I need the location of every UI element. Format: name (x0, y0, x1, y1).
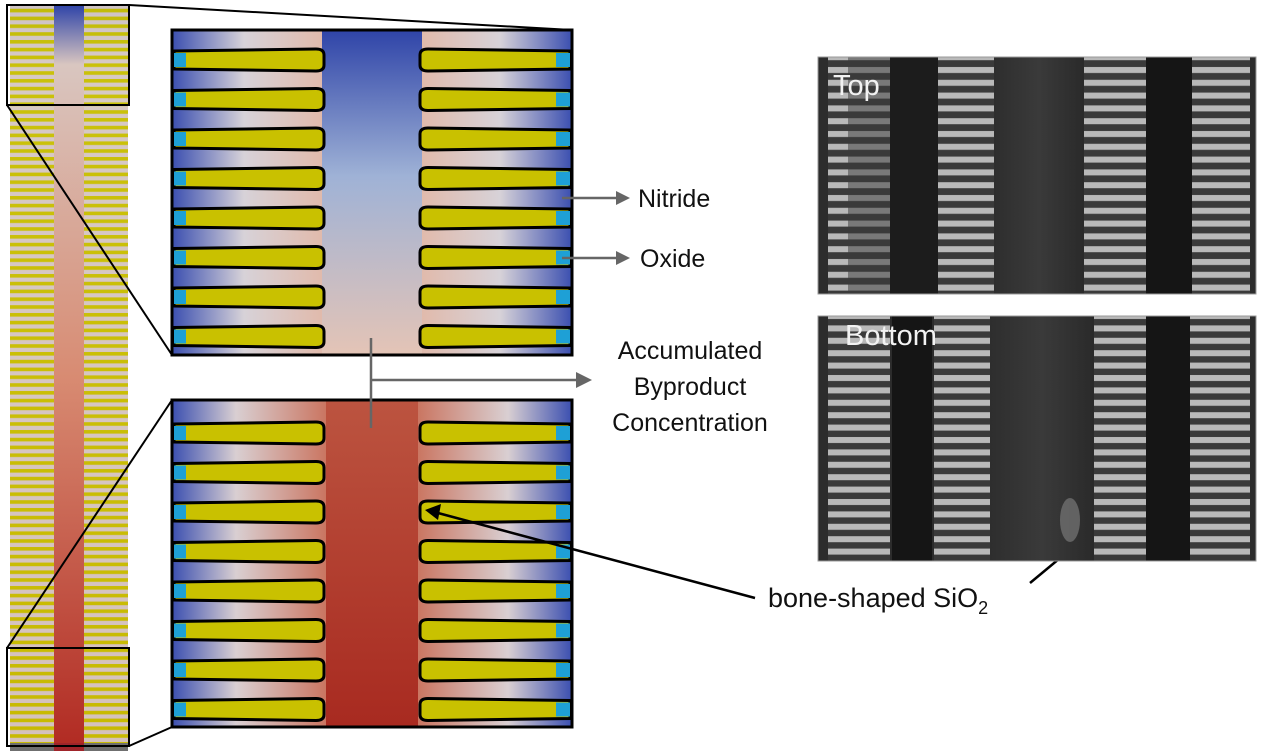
nitride-layer-right (556, 623, 570, 638)
nitride-layer-right (556, 702, 570, 717)
nitride-layer-left (174, 132, 186, 146)
annotation-arrows (369, 191, 630, 428)
bone-shaped-sio2-label: bone-shaped SiO2 (768, 583, 988, 619)
nitride-layer-right (556, 53, 570, 67)
oxide-fin-left (172, 538, 326, 565)
sem-bottom-label: Bottom (845, 320, 937, 352)
nitride-layer-left (174, 250, 186, 265)
sem-top-image (817, 56, 1257, 295)
oxide-fin-right (418, 284, 572, 310)
top-zoom-panel (170, 28, 574, 357)
oxide-fin-right (418, 420, 572, 446)
nitride-layer-right (556, 171, 570, 186)
nitride-layer-left (174, 426, 186, 440)
oxide-fin-right (418, 323, 572, 350)
oxide-fin-right (418, 617, 572, 644)
oxide-fin-right (418, 499, 572, 525)
nitride-layer-right (556, 329, 570, 344)
nitride-layer-right (556, 505, 570, 519)
oxide-fin-left (172, 420, 326, 446)
accumulated-line-1: Accumulated (617, 337, 763, 365)
nitride-layer-left (174, 702, 186, 717)
nitride-layer-right (556, 426, 570, 440)
bottom-zoom-box (6, 647, 130, 747)
nitride-layer-right (556, 211, 570, 225)
full-channel-column (6, 4, 573, 751)
bone-label-subscript: 2 (978, 598, 989, 618)
oxide-fin-left (172, 47, 326, 73)
accumulated-line-2: Byproduct (633, 373, 747, 401)
accumulated-line-3: Concentration (612, 409, 768, 437)
nitride-layer-left (174, 53, 186, 67)
oxide-fin-left (172, 165, 326, 192)
oxide-fin-left (172, 617, 326, 644)
nitride-layer-right (556, 92, 570, 107)
oxide-fin-left (172, 459, 326, 486)
nitride-layer-left (174, 623, 186, 638)
nitride-layer-left (174, 171, 186, 186)
nitride-label: Nitride (638, 185, 711, 213)
nitride-layer-right (556, 132, 570, 146)
nitride-layer-right (556, 663, 570, 677)
oxide-fin-left (172, 284, 326, 310)
oxide-fin-left (172, 696, 326, 723)
oxide-fin-left (172, 499, 326, 525)
nitride-layer-left (174, 211, 186, 225)
nitride-layer-left (174, 584, 186, 598)
oxide-fin-left (172, 323, 326, 350)
nitride-layer-left (174, 290, 186, 304)
top-zoom-box (6, 4, 130, 106)
oxide-fin-right (418, 244, 572, 271)
oxide-fin-left (172, 205, 326, 231)
oxide-fin-right (418, 696, 572, 723)
oxide-fin-left (172, 578, 326, 604)
oxide-fin-right (418, 538, 572, 565)
nitride-layer-left (174, 505, 186, 519)
nitride-layer-left (174, 92, 186, 107)
sem-bottom-image (817, 315, 1257, 562)
bottom-zoom-panel (170, 398, 574, 729)
nitride-layer-left (174, 329, 186, 344)
oxide-fin-right (418, 205, 572, 231)
oxide-fin-right (418, 126, 572, 152)
oxide-fin-left (172, 86, 326, 113)
nitride-layer-left (174, 663, 186, 677)
accumulated-byproduct-label: Accumulated Byproduct Concentration (590, 333, 790, 441)
oxide-fin-right (418, 657, 572, 683)
oxide-fin-left (172, 126, 326, 152)
nitride-layer-left (174, 465, 186, 480)
oxide-fin-right (418, 86, 572, 113)
oxide-fin-right (418, 459, 572, 486)
nitride-layer-right (556, 290, 570, 304)
bone-label-text: bone-shaped SiO (768, 583, 979, 613)
oxide-fin-right (418, 578, 572, 604)
sem-top-label: Top (833, 70, 880, 102)
oxide-fin-left (172, 244, 326, 271)
nitride-layer-right (556, 584, 570, 598)
oxide-fin-right (418, 165, 572, 192)
oxide-fin-right (418, 47, 572, 73)
oxide-label: Oxide (640, 245, 706, 273)
oxide-fin-left (172, 657, 326, 683)
nitride-layer-left (174, 544, 186, 559)
nitride-layer-right (556, 465, 570, 480)
